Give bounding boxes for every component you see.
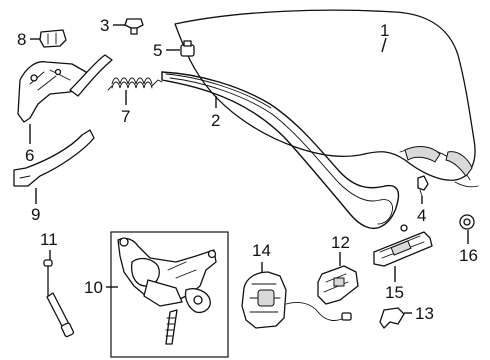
callout-10: 10 [84, 278, 103, 297]
torsion-spring [107, 77, 163, 91]
callout-9: 9 [31, 205, 40, 224]
callout-14: 14 [252, 241, 271, 260]
callout-11: 11 [40, 230, 58, 249]
trunk-lid [174, 9, 479, 188]
bump-stop-5 [180, 40, 195, 57]
grommet-16 [459, 214, 475, 230]
callout-13: 13 [415, 304, 434, 323]
hinge-assembly [17, 54, 113, 123]
callout-7: 7 [121, 107, 130, 126]
weatherstrip-seal [161, 71, 400, 230]
trunk-latch [241, 271, 352, 329]
callout-3: 3 [100, 16, 109, 35]
bracket-8 [39, 29, 67, 48]
callout-labels: 1 2 3 4 5 6 7 8 9 10 11 12 13 14 15 16 [17, 16, 478, 323]
release-switch [317, 265, 359, 305]
clip-13 [379, 307, 405, 329]
latch-actuator-box [110, 231, 229, 358]
callout-15: 15 [385, 283, 404, 302]
callout-12: 12 [331, 233, 350, 252]
callout-8: 8 [17, 30, 26, 49]
gas-strut [43, 259, 75, 338]
callout-6: 6 [25, 146, 34, 165]
clip-4 [417, 175, 429, 197]
leader-lines [29, 24, 469, 314]
callout-16: 16 [459, 246, 478, 265]
handle-lamp [373, 224, 433, 267]
callout-4: 4 [417, 206, 426, 225]
callout-1: 1 [380, 21, 389, 40]
callout-2: 2 [211, 111, 220, 130]
trim-strip-9 [13, 129, 95, 187]
callout-5: 5 [153, 41, 162, 60]
clip-3 [124, 18, 144, 35]
